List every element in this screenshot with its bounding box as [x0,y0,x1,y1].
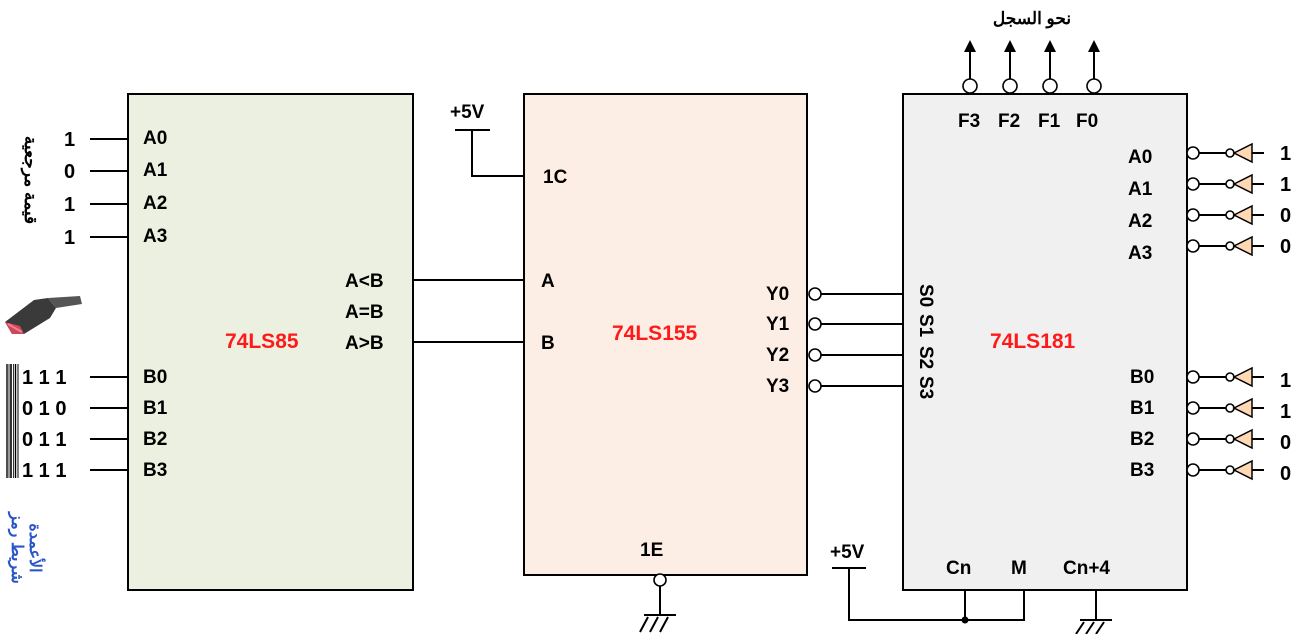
barcode-icon [6,362,20,480]
reference-value-label: قيمة مرجعية [20,136,40,224]
comp-out-eq: A=B [345,302,384,323]
alu-pin-s3: S3 [915,376,936,399]
alu-b1-value: 1 [1280,401,1291,423]
alu-pin-s2: S2 [915,346,936,369]
comp-b0-value: 1 1 1 [22,367,66,389]
alu-name: 74LS181 [990,330,1076,353]
comp-pin-b2: B2 [143,429,167,450]
comp-pin-a1: A1 [143,160,168,181]
comp-a2-value: 1 [64,194,75,216]
barcode-label-line1: شريط رمز [7,511,25,583]
alu-pin-f1: F1 [1038,111,1061,132]
decoder-supply-label: +5V [450,102,485,123]
alu-a-input-buffers [1186,142,1264,257]
decoder-enable-ground [639,573,676,633]
alu-b0-value: 1 [1280,370,1291,392]
decoder-pin-1e: 1E [640,540,663,561]
alu-pin-b3: B3 [1130,460,1154,481]
decoder-pin-a: A [541,271,555,292]
wire-5v-to-1c [471,130,524,177]
alu-a0-value: 1 [1280,143,1291,165]
alu-pin-cn4: Cn+4 [1063,558,1110,579]
alu-pin-m: M [1011,558,1027,579]
barcode-label-line2: الأعمدة [26,523,46,572]
alu-pin-f0: F0 [1076,111,1098,132]
comp-b2-value: 0 1 1 [22,429,66,451]
alu-pin-a0: A0 [1128,147,1152,168]
alu-a2-value: 0 [1280,205,1291,227]
comparator-b-inputs: 1 1 1 0 1 0 0 1 1 1 1 1 B0 B1 B2 B3 [22,367,168,482]
alu-pin-a2: A2 [1128,211,1152,232]
alu-pin-b1: B1 [1130,398,1155,419]
comp-out-gt: A>B [345,333,384,354]
alu-cn4-ground [1075,590,1112,634]
barcode-scanner-icon [5,296,82,334]
decoder-pin-y1: Y1 [766,314,790,335]
alu-body [902,93,1188,591]
alu-pin-s0: S0 [915,284,936,307]
alu-supply-label: +5V [830,542,865,563]
comp-pin-a2: A2 [143,193,167,214]
alu-b-input-buffers [1186,366,1264,481]
decoder-pin-1c: 1C [543,167,568,188]
alu-pin-b2: B2 [1130,429,1154,450]
comp-pin-b3: B3 [143,460,167,481]
comp-pin-b1: B1 [143,398,168,419]
decoder-pin-b: B [541,333,555,354]
comp-a3-value: 1 [64,227,75,249]
alu-pin-a3: A3 [1128,243,1152,264]
to-register-label: نحو السجل [993,9,1071,29]
comp-pin-a3: A3 [143,226,167,247]
alu-b2-value: 0 [1280,432,1291,454]
alu-pin-s1: S1 [915,314,936,338]
decoder-name: 74LS155 [612,322,698,345]
comparator-body [127,93,414,591]
comparator-a-inputs: 1 0 1 1 A0 A1 A2 A3 [64,128,168,249]
decoder-pin-y2: Y2 [766,345,789,366]
comp-b3-value: 1 1 1 [22,460,66,482]
decoder-to-alu-wires [808,287,903,393]
comp-out-lt: A<B [345,271,384,292]
alu-b3-value: 0 [1280,463,1291,485]
decoder-body [523,93,808,576]
comp-b1-value: 0 1 0 [22,398,66,420]
comp-pin-b0: B0 [143,367,167,388]
alu-pin-cn: Cn [946,558,971,579]
alu-pin-f3: F3 [958,111,980,132]
alu-control-wires [832,567,1025,624]
comp-a0-value: 1 [64,129,75,151]
alu-a3-value: 0 [1280,236,1291,258]
comp-pin-a0: A0 [143,128,167,149]
decoder-pin-y3: Y3 [766,376,789,397]
decoder-pin-y0: Y0 [766,284,789,305]
alu-pin-f2: F2 [998,111,1020,132]
alu-output-arrows [962,40,1102,94]
alu-a1-value: 1 [1280,174,1291,196]
comp-a1-value: 0 [64,161,75,183]
alu-pin-a1: A1 [1128,179,1153,200]
comparator-name: 74LS85 [225,330,299,353]
alu-pin-b0: B0 [1130,367,1154,388]
